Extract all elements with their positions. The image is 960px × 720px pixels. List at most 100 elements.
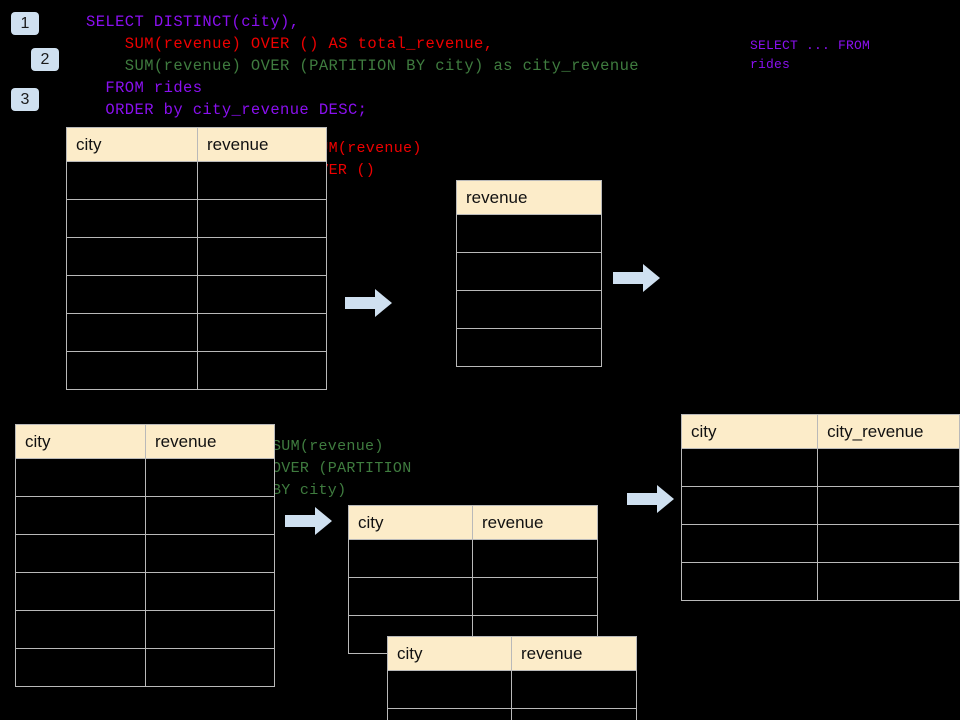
- sql-line-total-revenue: SUM(revenue) OVER () AS total_revenue,: [86, 35, 494, 53]
- table-row: [66, 275, 327, 314]
- table-cell: [15, 572, 146, 611]
- table-row: [456, 328, 602, 367]
- table-row: [348, 539, 598, 578]
- sql-line-order-by: ORDER by city_revenue DESC;: [86, 101, 368, 119]
- table-cell: [456, 290, 602, 329]
- table-cell: [817, 486, 960, 525]
- table-cell: [66, 237, 198, 276]
- table-cell: [197, 161, 327, 200]
- table-row: [680, 486, 960, 525]
- table-cell: [145, 610, 275, 649]
- sql-line-city-revenue: SUM(revenue) OVER (PARTITION BY city) as…: [86, 57, 639, 75]
- table-cell: [472, 539, 598, 578]
- table-row: [15, 610, 275, 649]
- step-badge-3-label: 3: [20, 90, 30, 108]
- table-cell: [817, 524, 960, 563]
- step-badge-2-label: 2: [40, 50, 50, 68]
- table-row: [456, 290, 602, 329]
- table-cell: [66, 351, 198, 390]
- table-cell: [456, 328, 602, 367]
- table-row: [66, 199, 327, 238]
- table-cell: [680, 562, 819, 601]
- annotation-select-from-rides: SELECT ... FROM rides: [750, 38, 871, 72]
- step-badge-1-label: 1: [20, 14, 30, 32]
- column-header-city: city: [387, 636, 512, 671]
- table-cell: [197, 313, 327, 352]
- table-row: [456, 214, 602, 253]
- table-row: [15, 572, 275, 611]
- column-header-city_revenue: city_revenue: [817, 414, 960, 449]
- arrow-source-to-total: [345, 289, 392, 317]
- table-cell: [456, 252, 602, 291]
- table-cell: [680, 524, 819, 563]
- table-cell: [66, 313, 198, 352]
- column-header-city: city: [66, 127, 198, 162]
- table-row: [348, 577, 598, 616]
- table-header-row: revenue: [456, 180, 602, 215]
- table-row: [680, 524, 960, 563]
- table-cell: [197, 275, 327, 314]
- column-header-city: city: [680, 414, 819, 449]
- table-row: [680, 562, 960, 601]
- table-cell: [387, 708, 512, 720]
- table-cell: [145, 572, 275, 611]
- table-cell: [387, 670, 512, 709]
- table-cell: [15, 458, 146, 497]
- table-row: [15, 496, 275, 535]
- table-row: [387, 670, 637, 709]
- table-cell: [197, 199, 327, 238]
- table-cell: [197, 351, 327, 390]
- table-cell: [197, 237, 327, 276]
- column-header-revenue: revenue: [197, 127, 327, 162]
- table-cell: [456, 214, 602, 253]
- table-cell: [348, 539, 473, 578]
- table-cell: [472, 577, 598, 616]
- arrow-total-to-final: [613, 264, 660, 292]
- table-row: [456, 252, 602, 291]
- table-cell: [15, 534, 146, 573]
- step-badge-1: 1: [11, 12, 39, 35]
- total-revenue-table: revenue: [456, 180, 602, 367]
- table-cell: [817, 448, 960, 487]
- table-row: [66, 161, 327, 200]
- table-cell: [511, 670, 637, 709]
- table-row: [15, 458, 275, 497]
- annotation-sum-over-partition: SUM(revenue) OVER (PARTITION BY city): [272, 438, 412, 499]
- table-row: [387, 708, 637, 720]
- table-row: [66, 351, 327, 390]
- table-cell: [145, 458, 275, 497]
- table-row: [66, 313, 327, 352]
- table-cell: [348, 577, 473, 616]
- arrow-partition-to-final: [627, 485, 674, 513]
- column-header-revenue: revenue: [472, 505, 598, 540]
- table-cell: [145, 534, 275, 573]
- column-header-revenue: revenue: [456, 180, 602, 215]
- column-header-city: city: [15, 424, 146, 459]
- table-cell: [680, 448, 819, 487]
- sql-line-from: FROM rides: [86, 79, 203, 97]
- table-cell: [511, 708, 637, 720]
- table-cell: [66, 199, 198, 238]
- arrow-source-to-partition: [285, 507, 332, 535]
- table-row: [680, 448, 960, 487]
- table-cell: [680, 486, 819, 525]
- table-cell: [66, 275, 198, 314]
- table-cell: [145, 648, 275, 687]
- table-row: [66, 237, 327, 276]
- sql-line-select: SELECT DISTINCT(city),: [86, 13, 300, 31]
- table-cell: [15, 648, 146, 687]
- column-header-city: city: [348, 505, 473, 540]
- column-header-revenue: revenue: [511, 636, 637, 671]
- table-row: [15, 534, 275, 573]
